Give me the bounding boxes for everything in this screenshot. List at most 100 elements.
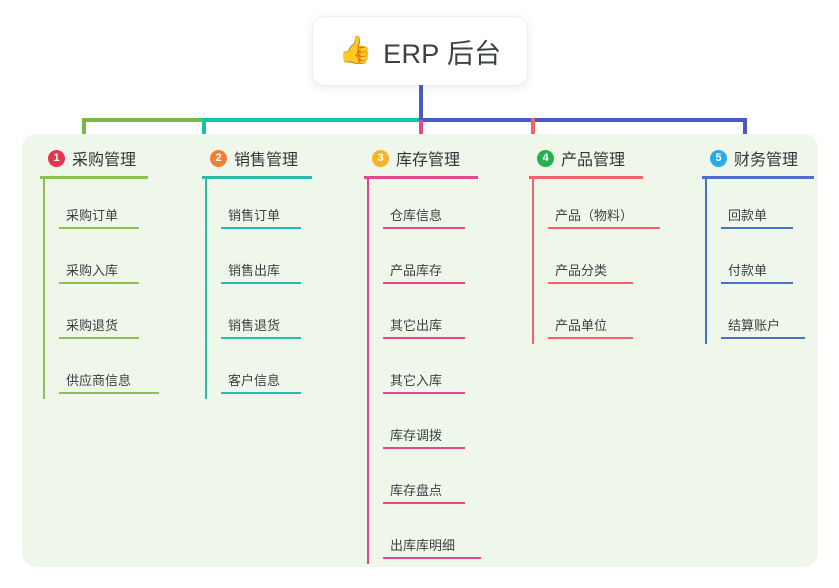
leaf-item-label: 产品（物料） — [555, 208, 634, 223]
leaf-item[interactable]: 采购入库 — [40, 234, 148, 289]
leaf-item[interactable]: 其它入库 — [364, 344, 478, 399]
leaf-item-label: 采购退货 — [66, 318, 119, 333]
leaf-item-rule — [383, 337, 465, 339]
branch-number-badge-product: 4 — [537, 149, 554, 167]
leaf-item-rule — [221, 392, 301, 394]
leaf-item-label: 客户信息 — [228, 373, 281, 388]
trunk-segment-teal — [204, 118, 421, 122]
trunk-segment-green — [82, 118, 204, 122]
branch-spine-inventory — [367, 179, 369, 564]
branch-title-finance: 财务管理 — [734, 152, 799, 169]
root-node-label: ERP 后台 — [383, 38, 502, 69]
leaf-item-rule — [383, 227, 465, 229]
branch-header-finance[interactable]: 5 财务管理 — [702, 146, 814, 170]
branch-number-badge-finance: 5 — [710, 149, 727, 167]
branch-title-product: 产品管理 — [561, 152, 626, 169]
leaf-item-label: 产品库存 — [390, 263, 443, 278]
leaf-item-rule — [59, 227, 139, 229]
leaf-item[interactable]: 销售退货 — [202, 289, 312, 344]
thumbs-up-icon: 👍 — [338, 34, 373, 65]
branch-title-purchase: 采购管理 — [72, 152, 137, 169]
root-stem-connector — [419, 85, 423, 120]
leaf-item-rule — [548, 282, 633, 284]
root-node[interactable]: 👍 ERP 后台 — [313, 17, 527, 85]
branches-panel — [22, 134, 818, 567]
branch-header-rule-purchase — [40, 176, 148, 179]
leaf-item-label: 出库库明细 — [390, 538, 456, 553]
leaf-item[interactable]: 销售出库 — [202, 234, 312, 289]
leaf-item[interactable]: 产品库存 — [364, 234, 478, 289]
branch-header-rule-sales — [202, 176, 312, 179]
leaf-item-label: 付款单 — [728, 263, 768, 278]
branch-header-sales[interactable]: 2 销售管理 — [202, 146, 312, 170]
leaf-item-rule — [721, 227, 793, 229]
branch-column-finance: 5 财务管理回款单付款单结算账户 — [702, 146, 814, 344]
branch-title-sales: 销售管理 — [234, 152, 299, 169]
leaf-item-rule — [59, 337, 139, 339]
leaf-item-label: 采购入库 — [66, 263, 119, 278]
branch-column-product: 4 产品管理产品（物料） 产品分类产品单位 — [529, 146, 660, 344]
leaf-item-rule — [221, 227, 301, 229]
branch-header-rule-inventory — [364, 176, 478, 179]
leaf-item[interactable]: 结算账户 — [702, 289, 814, 344]
branch-title-inventory: 库存管理 — [396, 152, 461, 169]
leaf-item-label: 产品分类 — [555, 263, 608, 278]
leaf-item-label: 其它出库 — [390, 318, 443, 333]
branch-header-product[interactable]: 4 产品管理 — [529, 146, 643, 170]
leaf-item-rule — [221, 337, 301, 339]
leaf-item[interactable]: 产品（物料） — [529, 179, 660, 234]
leaf-item-label: 销售订单 — [228, 208, 281, 223]
leaf-item-rule — [383, 557, 481, 559]
leaf-item[interactable]: 付款单 — [702, 234, 814, 289]
leaf-item[interactable]: 出库库明细 — [364, 509, 481, 564]
leaf-item[interactable]: 产品单位 — [529, 289, 643, 344]
leaf-item[interactable]: 供应商信息 — [40, 344, 159, 399]
leaf-item-rule — [383, 447, 465, 449]
leaf-item-label: 销售退货 — [228, 318, 281, 333]
leaf-item-rule — [59, 392, 159, 394]
leaf-item-rule — [721, 337, 805, 339]
branch-column-purchase: 1 采购管理采购订单采购入库采购退货供应商信息 — [40, 146, 159, 399]
branch-number-badge-purchase: 1 — [48, 149, 65, 167]
leaf-item[interactable]: 仓库信息 — [364, 179, 478, 234]
leaf-item[interactable]: 产品分类 — [529, 234, 643, 289]
branch-column-inventory: 3 库存管理仓库信息产品库存其它出库其它入库库存调拨库存盘点出库库明细 — [364, 146, 481, 564]
leaf-item-label: 结算账户 — [728, 318, 781, 333]
leaf-item-rule — [59, 282, 139, 284]
leaf-item[interactable]: 回款单 — [702, 179, 814, 234]
leaf-item[interactable]: 采购退货 — [40, 289, 148, 344]
leaf-item-label: 库存盘点 — [390, 483, 443, 498]
leaf-item-rule — [383, 282, 465, 284]
branch-spine-sales — [205, 179, 207, 399]
leaf-item-rule — [221, 282, 301, 284]
leaf-item-label: 销售出库 — [228, 263, 281, 278]
leaf-item-rule — [721, 282, 793, 284]
branch-spine-purchase — [43, 179, 45, 399]
branch-header-purchase[interactable]: 1 采购管理 — [40, 146, 148, 170]
branch-number-badge-sales: 2 — [210, 149, 227, 167]
leaf-item[interactable]: 其它出库 — [364, 289, 478, 344]
branch-spine-product — [532, 179, 534, 344]
leaf-item-label: 库存调拨 — [390, 428, 443, 443]
branch-header-rule-product — [529, 176, 643, 179]
branch-header-rule-finance — [702, 176, 814, 179]
leaf-item[interactable]: 销售订单 — [202, 179, 312, 234]
leaf-item-label: 回款单 — [728, 208, 768, 223]
leaf-item-label: 其它入库 — [390, 373, 443, 388]
leaf-item-label: 采购订单 — [66, 208, 119, 223]
leaf-item-label: 仓库信息 — [390, 208, 443, 223]
leaf-item[interactable]: 库存盘点 — [364, 454, 478, 509]
leaf-item-label: 产品单位 — [555, 318, 608, 333]
leaf-item-rule — [548, 227, 660, 229]
branch-number-badge-inventory: 3 — [372, 149, 389, 167]
leaf-item[interactable]: 采购订单 — [40, 179, 148, 234]
leaf-item-rule — [548, 337, 633, 339]
leaf-item-rule — [383, 502, 465, 504]
leaf-item[interactable]: 客户信息 — [202, 344, 312, 399]
branch-header-inventory[interactable]: 3 库存管理 — [364, 146, 478, 170]
trunk-segment-blue — [421, 118, 745, 122]
leaf-item-rule — [383, 392, 465, 394]
branch-column-sales: 2 销售管理销售订单销售出库销售退货客户信息 — [202, 146, 312, 399]
branch-spine-finance — [705, 179, 707, 344]
leaf-item[interactable]: 库存调拨 — [364, 399, 478, 454]
